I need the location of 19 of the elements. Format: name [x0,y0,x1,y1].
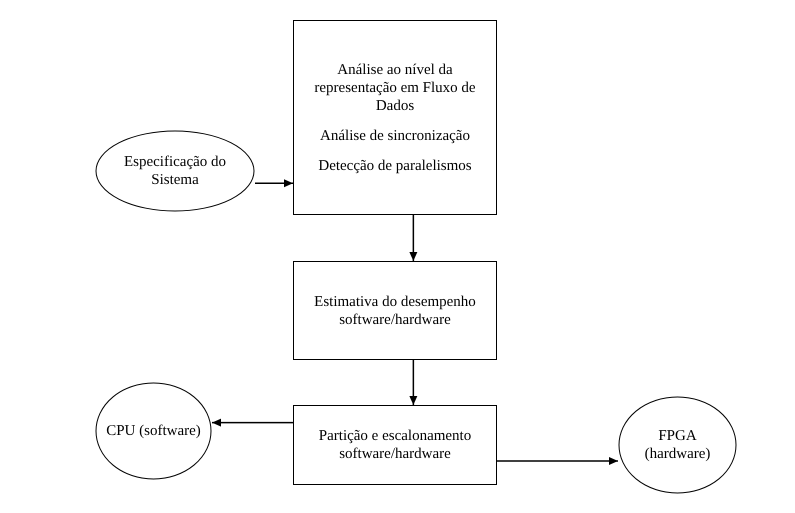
node-label: FPGA (hardware) [644,427,712,463]
node-label: Estimativa do desempenho software/hardware [313,292,477,328]
node-label: CPU (software) [106,422,201,440]
ellipse-node [95,382,212,480]
node-label: Análise ao nível da representação em Fluxo de Dados [313,60,477,114]
node-label: Detecção de paralelismos [318,156,472,174]
node-label: Partição e escalonamento software/hardware [318,427,472,463]
arrow [212,418,293,427]
arrow [497,457,618,465]
arrow [409,215,418,261]
arrow [409,360,418,405]
node-label: Especificação do Sistema [122,153,228,189]
process-box [293,405,497,485]
arrow [255,179,293,188]
process-box [293,20,497,215]
node-label: Análise de sincronização [320,126,470,144]
process-box [293,261,497,360]
ellipse-node [618,396,737,494]
ellipse-node [95,130,255,212]
